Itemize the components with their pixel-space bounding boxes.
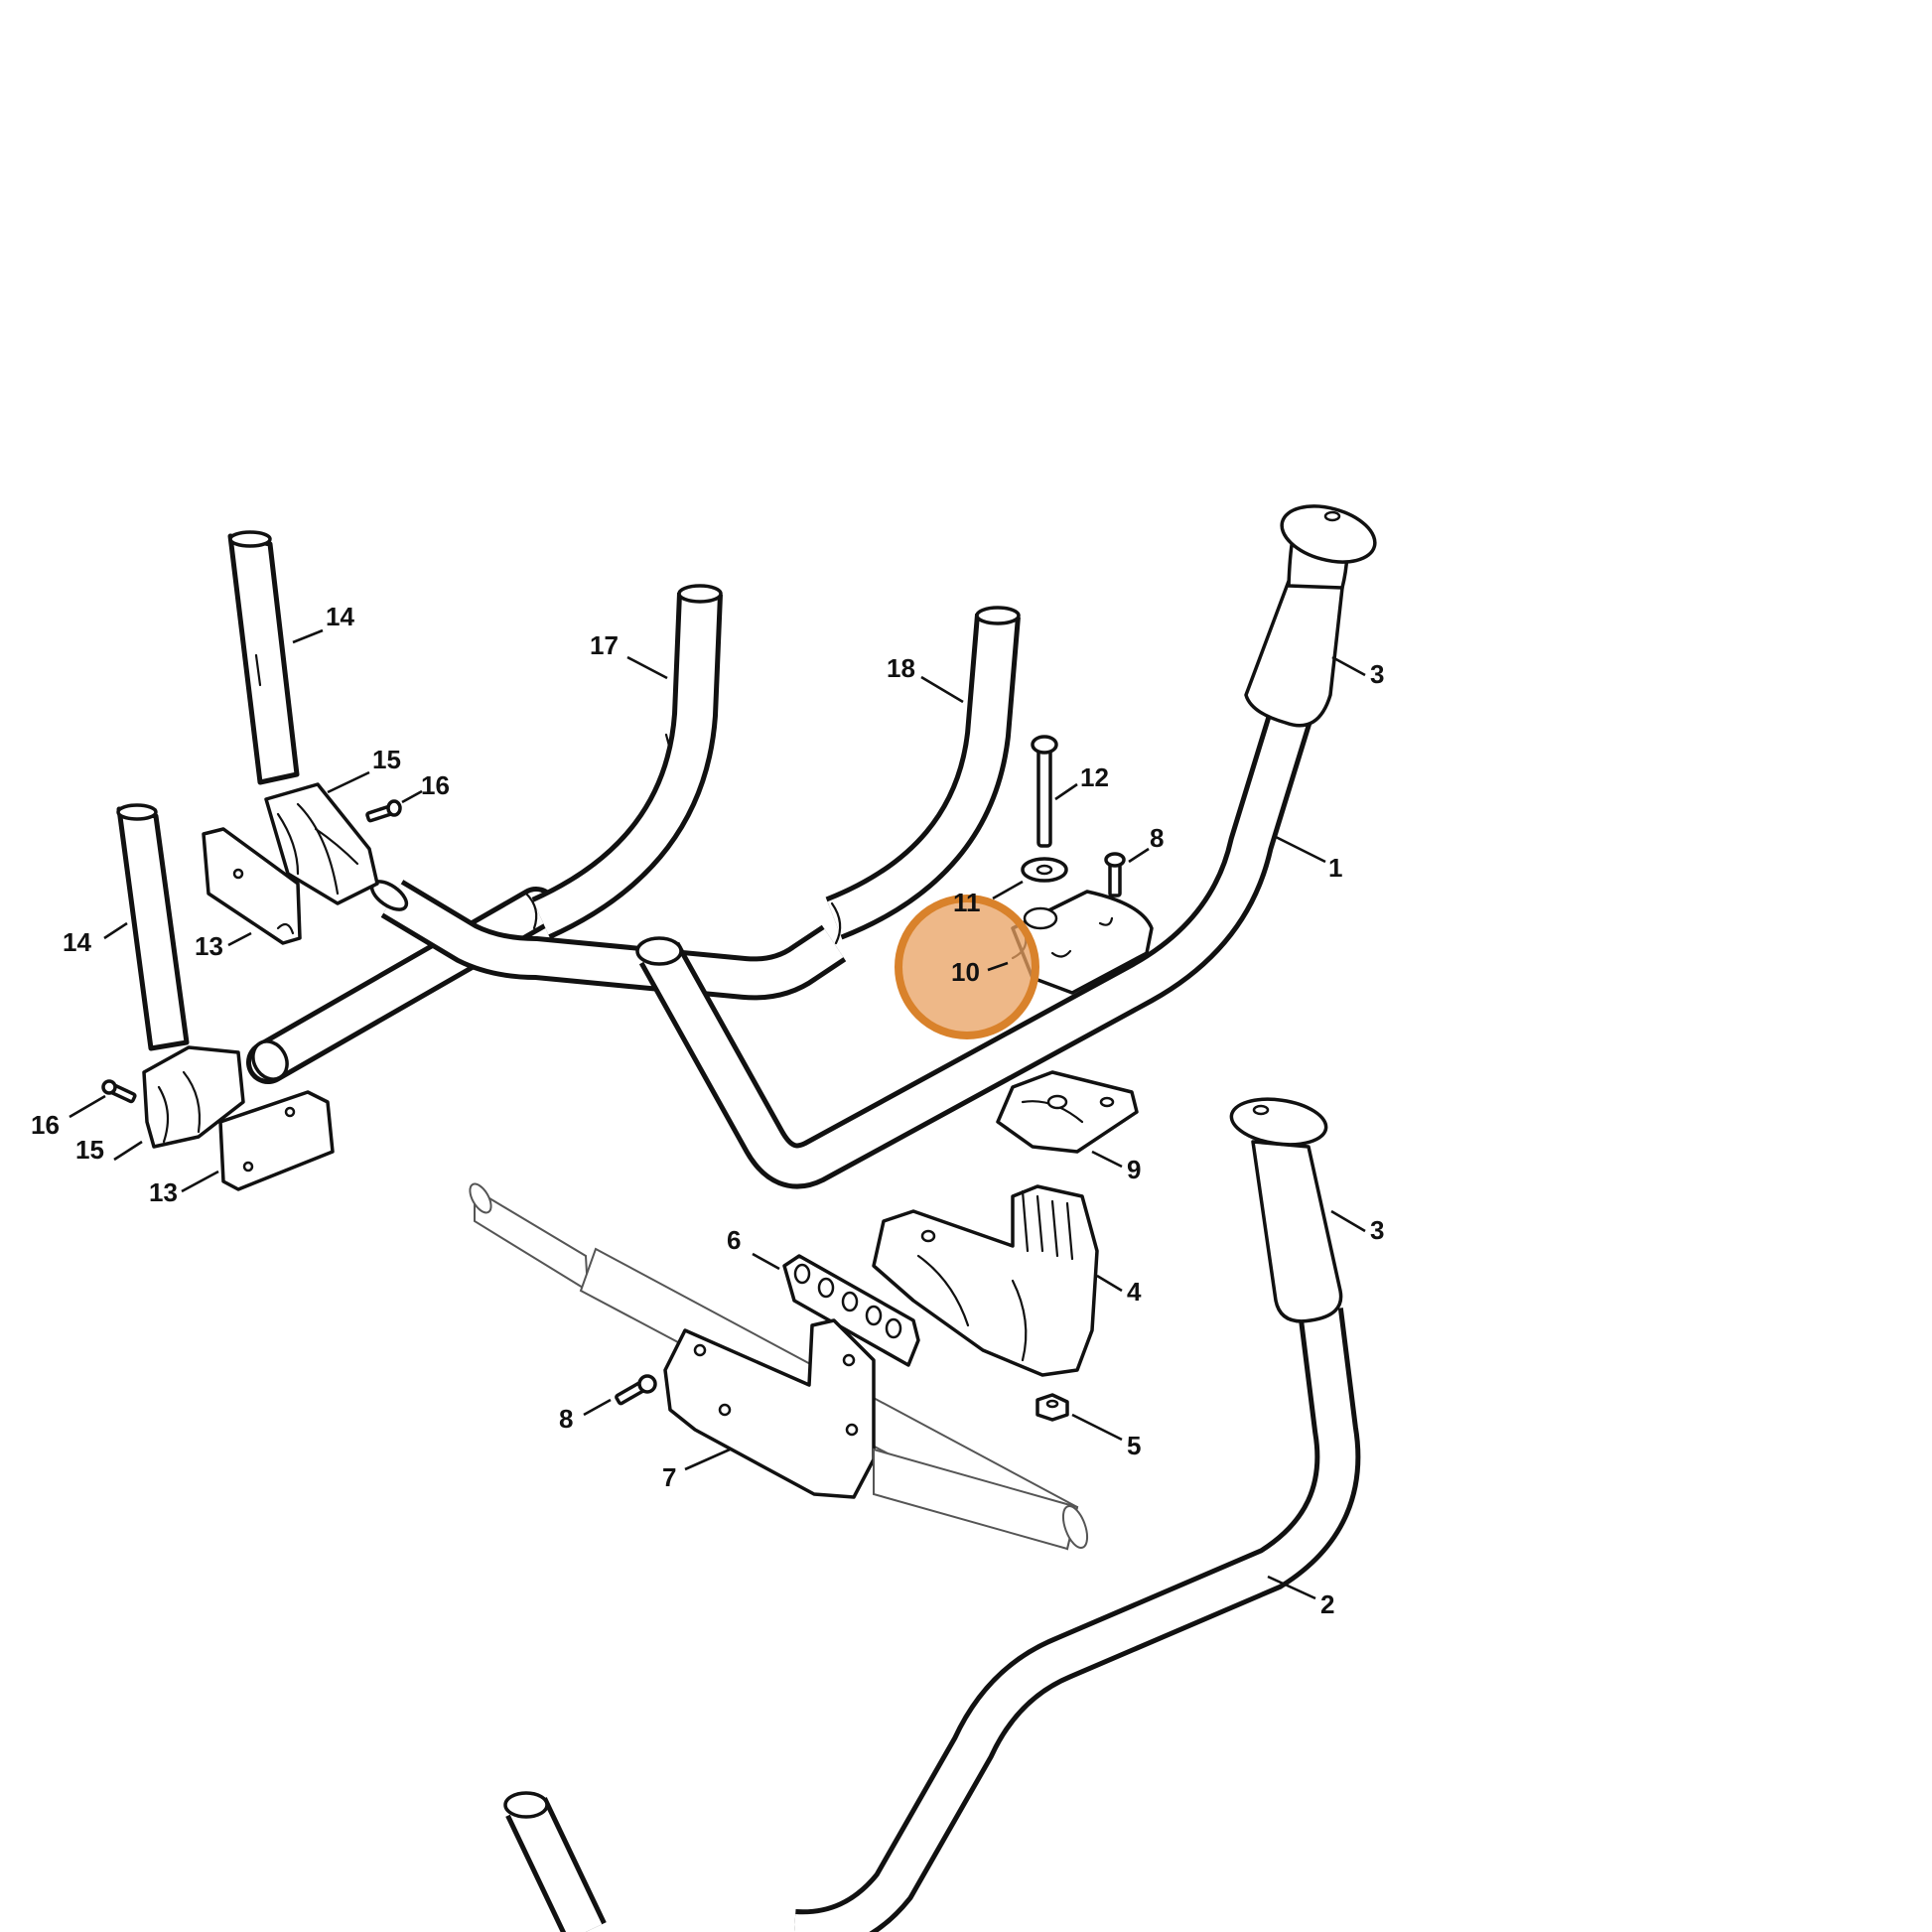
callout-15a: 15	[372, 745, 401, 774]
callout-12: 12	[1080, 762, 1109, 792]
callout-8b: 8	[559, 1404, 573, 1434]
callout-6: 6	[727, 1225, 741, 1255]
callout-17: 17	[590, 630, 619, 660]
callout-14a: 14	[326, 602, 354, 631]
callout-7: 7	[662, 1462, 676, 1492]
tube-14-upper[interactable]	[227, 530, 300, 785]
highlight-marker-10[interactable]	[895, 895, 1039, 1039]
clamp-15-lower[interactable]	[142, 1045, 245, 1149]
tube-14-lower[interactable]	[116, 803, 190, 1051]
leader-lines	[69, 628, 1366, 1600]
tube-18[interactable]	[825, 606, 1021, 940]
plate-6[interactable]	[782, 1254, 920, 1367]
callout-16a: 16	[421, 770, 450, 800]
callout-10: 10	[951, 957, 980, 987]
callout-4: 4	[1127, 1277, 1142, 1307]
callout-3b: 3	[1370, 1215, 1384, 1245]
callout-5: 5	[1127, 1431, 1141, 1460]
connector-tube[interactable]	[367, 876, 847, 1001]
callout-16b: 16	[31, 1110, 60, 1140]
grip-3-upper[interactable]	[1244, 496, 1381, 728]
handlebar-1[interactable]	[635, 708, 1312, 1189]
housing-4[interactable]	[872, 1184, 1099, 1377]
nut-5[interactable]	[1035, 1393, 1069, 1422]
screw-8-upper[interactable]	[1104, 852, 1126, 897]
washer-11[interactable]	[1021, 857, 1068, 883]
callout-18: 18	[887, 653, 915, 683]
callout-13a: 13	[195, 931, 223, 961]
callout-8a: 8	[1150, 823, 1164, 853]
grip-3-lower[interactable]	[1228, 1094, 1343, 1323]
screw-16-upper[interactable]	[365, 799, 402, 823]
clamp-10[interactable]	[1011, 890, 1154, 995]
drive-shaft-end	[873, 1448, 1089, 1551]
clamp-13-lower[interactable]	[218, 1090, 335, 1191]
callout-14b: 14	[63, 927, 91, 957]
callout-13b: 13	[149, 1177, 178, 1207]
callout-labels: 1 2 3 3 4 5 6 7 8 8 9 10 11 12 13 13 14 …	[31, 602, 1384, 1619]
screw-16-lower[interactable]	[101, 1079, 137, 1104]
callout-15b: 15	[75, 1135, 104, 1165]
callout-2: 2	[1320, 1589, 1334, 1619]
housing-7[interactable]	[663, 1318, 876, 1499]
clamp-13-upper[interactable]	[202, 827, 302, 945]
bolt-12[interactable]	[1031, 735, 1058, 848]
callout-11: 11	[953, 888, 981, 917]
tube-17[interactable]	[531, 584, 723, 939]
callout-1: 1	[1328, 853, 1342, 883]
screw-8-lower[interactable]	[615, 1374, 657, 1406]
clamp-9[interactable]	[996, 1070, 1139, 1154]
callout-9: 9	[1127, 1155, 1141, 1184]
clamp-15-upper[interactable]	[264, 782, 379, 905]
callout-3a: 3	[1370, 659, 1384, 689]
handlebar-2[interactable]	[503, 1308, 1361, 1932]
